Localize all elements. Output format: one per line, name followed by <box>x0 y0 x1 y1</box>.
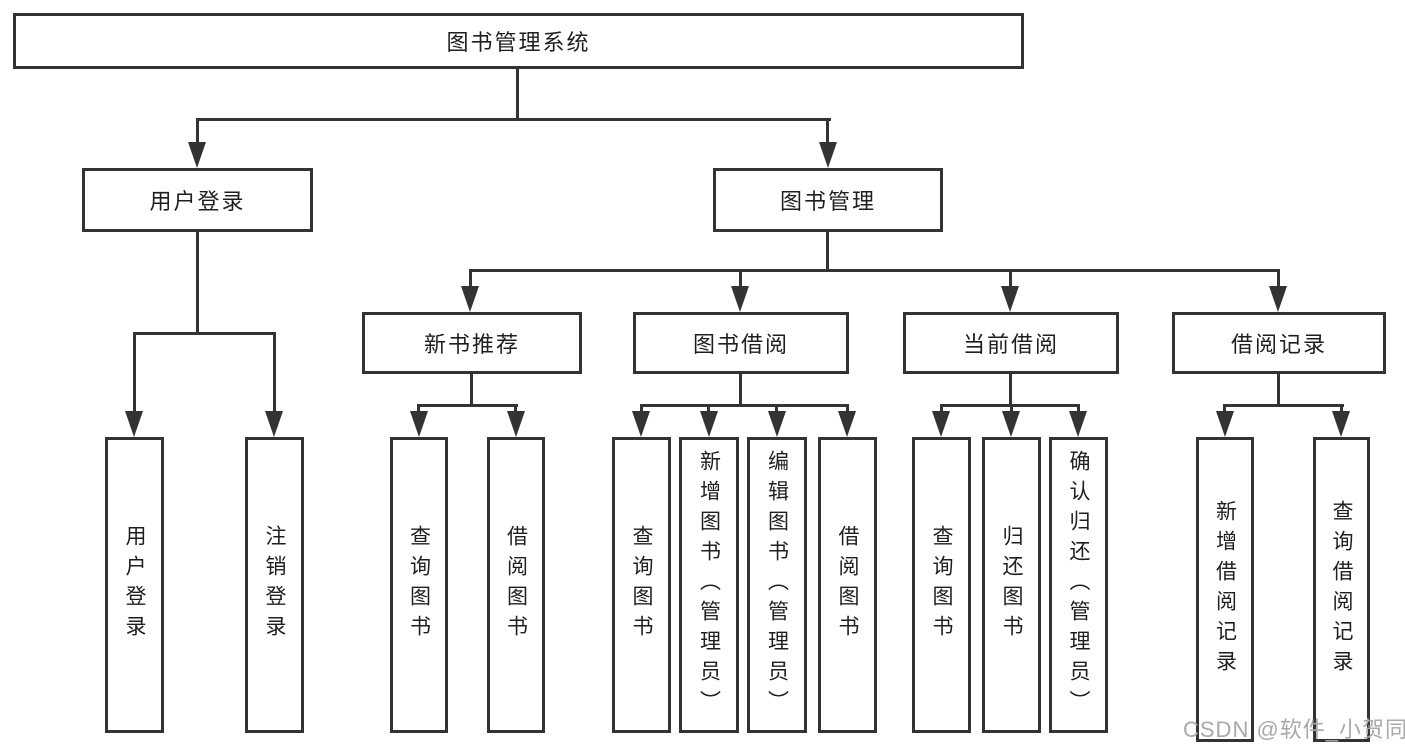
connector-line <box>640 404 849 407</box>
connector-arrow <box>632 411 650 437</box>
connector-arrow <box>125 411 143 437</box>
node-label: 新书推荐 <box>423 332 520 357</box>
leaf-borrowing-edit-books-admin: 编辑图书（管理员） <box>747 437 807 733</box>
connector-line <box>133 332 276 335</box>
leaf-current-confirm-return-admin: 确认归还（管理员） <box>1049 437 1108 733</box>
leaf-records-add-borrow-record: 新增借阅记录 <box>1196 437 1254 742</box>
connector-line <box>273 332 276 413</box>
node-library-management-system: 图书管理系统 <box>13 13 1024 69</box>
connector-arrow <box>932 411 950 437</box>
connector-arrow <box>1069 411 1087 437</box>
leaf-label: 新增图书（管理员） <box>697 450 721 720</box>
node-current-borrowing: 当前借阅 <box>903 312 1119 374</box>
leaf-label: 借阅图书 <box>504 525 528 645</box>
connector-arrow <box>265 411 283 437</box>
node-label: 借阅记录 <box>1230 332 1327 357</box>
leaf-label: 查询图书 <box>630 525 653 645</box>
connector-line <box>1340 404 1343 414</box>
leaf-label: 编辑图书（管理员） <box>765 450 789 720</box>
node-user-login: 用户登录 <box>82 168 313 232</box>
connector-line <box>196 118 831 121</box>
leaf-recommend-borrow-books: 借阅图书 <box>487 437 545 733</box>
connector-arrow <box>838 411 856 437</box>
leaf-logout-login: 注销登录 <box>245 437 304 733</box>
csdn-watermark: CSDN @软件_小贺同学 <box>1183 717 1405 742</box>
connector-line <box>417 404 518 407</box>
connector-line <box>826 232 829 272</box>
connector-line <box>1223 404 1344 407</box>
connector-line <box>133 332 136 413</box>
connector-line <box>846 404 849 414</box>
leaf-label: 查询借阅记录 <box>1330 499 1353 680</box>
leaf-label: 新增借阅记录 <box>1213 499 1237 680</box>
leaf-current-query-books: 查询图书 <box>912 437 971 733</box>
connector-line <box>1277 269 1280 289</box>
connector-arrow <box>188 142 206 168</box>
node-book-borrowing: 图书借阅 <box>633 312 849 374</box>
connector-arrow <box>507 411 525 437</box>
connector-arrow <box>1002 411 1020 437</box>
connector-line <box>1277 374 1280 407</box>
node-borrowing-records: 借阅记录 <box>1172 312 1386 374</box>
leaf-borrowing-borrow-books: 借阅图书 <box>818 437 877 733</box>
connector-line <box>196 232 199 335</box>
connector-line <box>1077 404 1080 414</box>
connector-arrow <box>1269 286 1287 312</box>
connector-line <box>739 269 742 289</box>
leaf-label: 注销登录 <box>263 525 286 645</box>
connector-line <box>196 118 199 144</box>
connector-line <box>775 404 778 414</box>
leaf-current-return-books: 归还图书 <box>982 437 1041 733</box>
connector-line <box>516 69 519 121</box>
leaf-user-login: 用户登录 <box>105 437 164 733</box>
connector-arrow <box>1332 411 1350 437</box>
leaf-label: 归还图书 <box>1000 525 1023 645</box>
connector-arrow <box>768 411 786 437</box>
node-label: 图书借阅 <box>692 332 789 357</box>
leaf-label: 借阅图书 <box>836 525 859 645</box>
connector-arrow <box>819 142 837 168</box>
connector-line <box>1010 404 1013 414</box>
connector-line <box>1223 404 1226 414</box>
connector-line <box>826 118 829 144</box>
node-book-management: 图书管理 <box>713 168 943 232</box>
leaf-borrowing-add-books-admin: 新增图书（管理员） <box>679 437 739 733</box>
connector-line <box>739 374 742 407</box>
leaf-label: 查询图书 <box>407 525 431 645</box>
connector-arrow <box>1001 286 1019 312</box>
connector-line <box>514 404 517 414</box>
connector-arrow <box>731 286 749 312</box>
connector-arrow <box>700 411 718 437</box>
node-label: 当前借阅 <box>962 332 1059 357</box>
connector-line <box>469 269 1280 272</box>
connector-line <box>707 404 710 414</box>
node-new-book-recommendation: 新书推荐 <box>362 312 582 374</box>
leaf-borrowing-query-books: 查询图书 <box>612 437 671 733</box>
node-label: 用户登录 <box>149 189 246 214</box>
connector-line <box>1009 269 1012 289</box>
leaf-recommend-query-books: 查询图书 <box>390 437 448 733</box>
node-label: 图书管理系统 <box>446 30 591 55</box>
connector-line <box>417 404 420 414</box>
connector-line <box>640 404 643 414</box>
connector-arrow <box>461 286 479 312</box>
connector-line <box>469 269 472 289</box>
connector-arrow <box>1216 411 1234 437</box>
connector-line <box>470 374 473 407</box>
leaf-label: 查询图书 <box>930 525 953 645</box>
node-label: 图书管理 <box>779 189 876 214</box>
connector-arrow <box>410 411 428 437</box>
connector-line <box>1009 374 1012 407</box>
leaf-records-query-borrow-record: 查询借阅记录 <box>1313 437 1370 742</box>
connector-line <box>940 404 943 414</box>
leaf-label: 确认归还（管理员） <box>1067 450 1090 720</box>
leaf-label: 用户登录 <box>123 525 146 645</box>
